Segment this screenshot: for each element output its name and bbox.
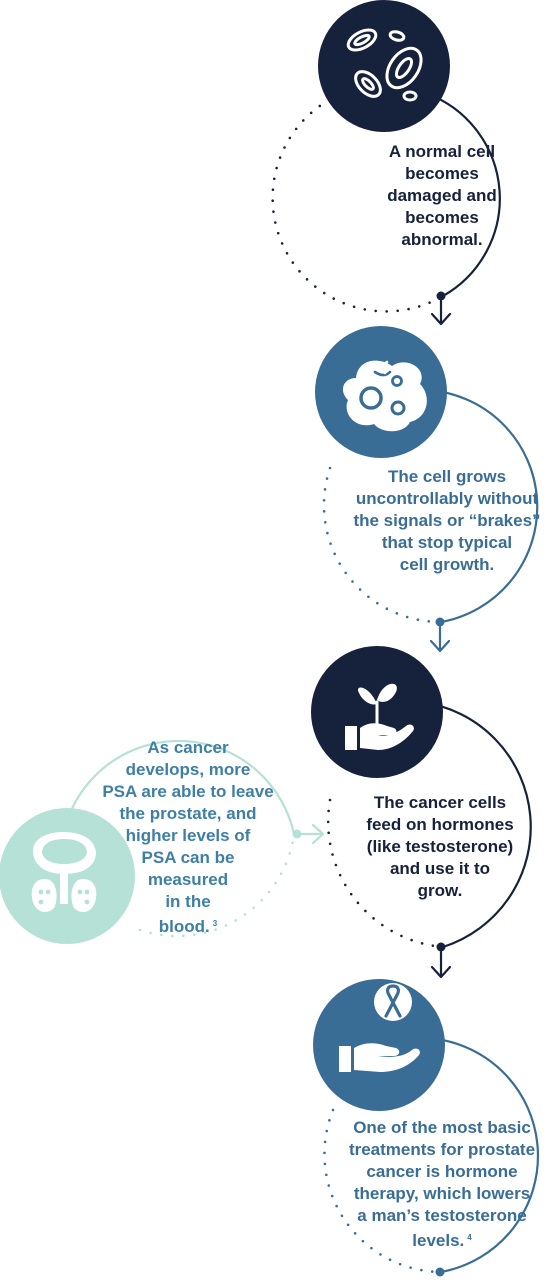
ribbon-in-hand-icon xyxy=(339,983,420,1072)
blood-cells-icon xyxy=(346,28,423,102)
step-3-icon-circle xyxy=(311,646,443,778)
step-4-icon-circle xyxy=(313,979,445,1111)
step-3-text: The cancer cells feed on hormones (like … xyxy=(366,793,514,900)
prostate-icon xyxy=(31,832,97,913)
side-note-text: As cancer develops, more PSA are able to… xyxy=(102,738,274,936)
step-2-connector xyxy=(322,388,539,653)
step-4-text: One of the most basic treatments for pro… xyxy=(348,1118,536,1250)
side-note-connector xyxy=(66,739,325,938)
step-4-footnote: 4 xyxy=(467,1233,472,1242)
step-1-icon-circle xyxy=(318,0,450,132)
step-2-icon-circle xyxy=(315,326,447,458)
step-4-connector xyxy=(323,1036,539,1277)
step-3-connector xyxy=(326,700,532,979)
step-1-text: A normal cell becomes damaged and become… xyxy=(387,142,497,249)
step-1-connector xyxy=(271,92,501,326)
step-2-text: The cell grows uncontrollably without th… xyxy=(353,467,541,574)
sprout-in-hand-icon xyxy=(345,683,414,750)
side-note-icon-circle xyxy=(0,808,135,944)
cancer-cell-icon xyxy=(342,360,427,432)
side-note-footnote: 3 xyxy=(212,919,218,928)
